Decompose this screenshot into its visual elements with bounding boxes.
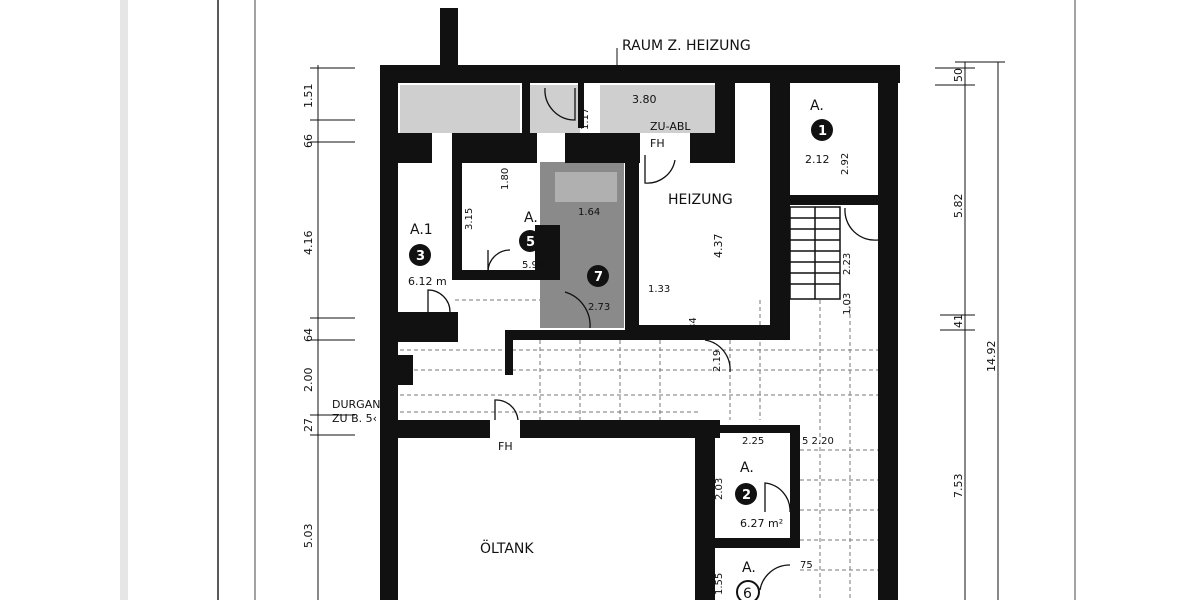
unit-letter: A.	[524, 210, 538, 226]
stippled-storage	[400, 85, 715, 133]
dim-155: 1.55	[714, 573, 725, 595]
dim-117: 1.17	[580, 108, 591, 130]
left-dim: 66	[302, 134, 315, 148]
unit-number: 6	[743, 586, 752, 600]
left-dim: 64	[302, 328, 315, 342]
unit-area: 2.12	[805, 153, 830, 166]
left-dim: 1.51	[302, 84, 315, 109]
dim-103: 1.03	[842, 293, 853, 315]
zu-abl-label: ZU-ABL	[650, 120, 691, 133]
dimension-lines	[310, 61, 1005, 600]
scan-margin	[120, 0, 128, 600]
left-dim: 27	[302, 418, 315, 432]
unit-area: 6.27 m²	[740, 517, 783, 530]
unit-area: 2.73	[588, 302, 610, 313]
unit-letter: A.	[742, 560, 756, 576]
unit-number: 5	[526, 235, 535, 250]
left-dim: 5.03	[302, 524, 315, 549]
unit-number-badge	[811, 119, 833, 141]
durgang-label: DURGANG	[332, 398, 389, 411]
door-swings	[427, 87, 879, 591]
dim-223: 2.23	[842, 253, 853, 275]
right-dim: 50	[952, 68, 965, 82]
plan-heading: RAUM Z. HEIZUNG	[622, 38, 751, 54]
unit-number-badge	[519, 230, 541, 252]
floor-tiles	[400, 299, 880, 600]
dim-75: 75	[800, 560, 813, 571]
unit-number: 2	[742, 488, 751, 503]
unit-number-badge	[736, 580, 760, 600]
left-dim: 2.00	[302, 368, 315, 393]
dim-437: 4.37	[712, 234, 725, 259]
dim-164: 1.64	[578, 207, 600, 218]
room-7-shade	[555, 172, 617, 202]
unit-area: 6.12 m	[408, 275, 447, 288]
unit-letter: A.	[740, 460, 754, 476]
dim-133: 1.33	[648, 284, 670, 295]
unit-3: A.1 3 6.12 m	[408, 222, 447, 288]
unit-7: 7 2.73	[587, 265, 610, 313]
inner-dimensions: 3.80 1.17 1.80 3.15 1.64 4.37 1.33 34 2.…	[464, 93, 853, 595]
unit-number: 7	[594, 270, 603, 285]
right-dimensions: 50 5.82 41 7.53 14.92	[952, 68, 998, 498]
fh-top-label: FH	[650, 137, 665, 150]
dim-219: 2.19	[712, 350, 723, 372]
right-dim: 7.53	[952, 474, 965, 499]
left-dimensions: 1.51 66 4.16 64 2.00 27 5.03	[302, 84, 315, 549]
walls	[380, 8, 900, 600]
unit-letter: A.1	[410, 222, 433, 238]
unit-2: A. 2 6.27 m²	[735, 460, 783, 530]
dim-34: 34	[688, 317, 699, 330]
unit-number-badge	[735, 483, 757, 505]
left-dim: 4.16	[302, 231, 315, 256]
staircase	[789, 206, 841, 300]
durgang-label-2: ZU B. 5‹	[332, 412, 377, 425]
unit-letter: A.	[810, 98, 824, 114]
unit-number-badge	[409, 244, 431, 266]
right-dim: 5.82	[952, 194, 965, 219]
fh-bottom-label: FH	[498, 440, 513, 453]
unit-1: A. 1 2.12	[805, 98, 833, 166]
dim-180: 1.80	[500, 168, 511, 190]
dim-220: 5 2.20	[802, 436, 834, 447]
unit-number: 1	[818, 124, 827, 139]
room-heizung-label: HEIZUNG	[668, 192, 733, 208]
right-dim-total: 14.92	[985, 341, 998, 373]
unit-6: A. 6	[736, 560, 760, 600]
dim-225: 2.25	[742, 436, 764, 447]
dim-203: 2.03	[714, 478, 725, 500]
right-dim: 41	[952, 314, 965, 328]
unit-5: A. 5 5.96	[519, 210, 544, 271]
unit-number: 3	[416, 249, 425, 264]
unit-number-badge	[587, 265, 609, 287]
dim-315: 3.15	[464, 208, 475, 230]
unit-area: 5.96	[522, 260, 544, 271]
room-oeltank-label: ÖLTANK	[480, 539, 534, 557]
dim-380: 3.80	[632, 93, 657, 106]
dim-292: 2.92	[840, 153, 851, 175]
